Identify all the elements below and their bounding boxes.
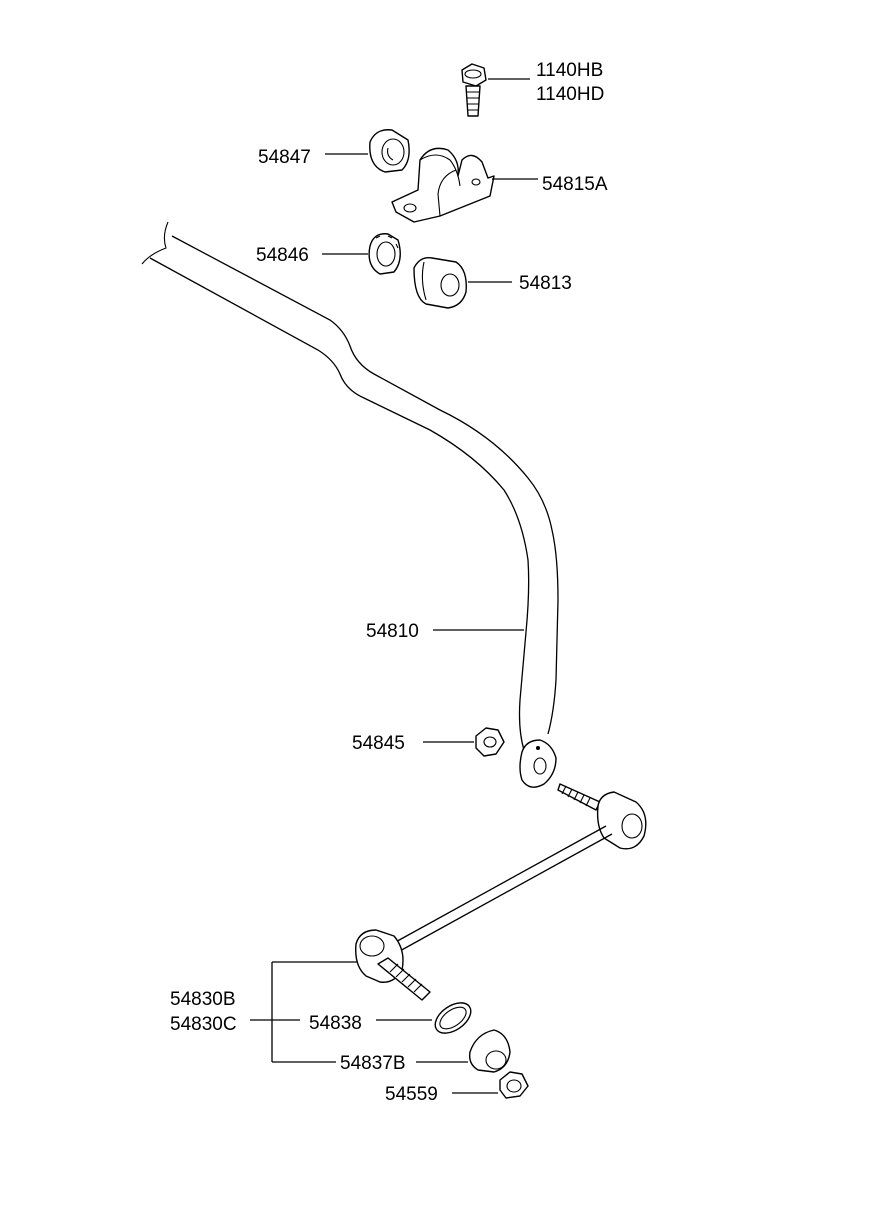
- bolt-part[interactable]: [461, 63, 487, 117]
- bushing-54813-part[interactable]: [413, 257, 467, 309]
- stabilizer-link-part[interactable]: [355, 783, 647, 1001]
- label-54810: 54810: [366, 621, 419, 642]
- label-54830B: 54830B: [170, 989, 236, 1010]
- label-54838: 54838: [309, 1013, 362, 1034]
- label-54815A: 54815A: [542, 174, 608, 195]
- label-54837B: 54837B: [340, 1053, 406, 1074]
- bushing-54847-part[interactable]: [369, 129, 410, 173]
- bushing-54846-part[interactable]: [368, 233, 401, 275]
- nut-54845-part[interactable]: [475, 727, 505, 757]
- label-1140HB: 1140HB: [536, 60, 603, 81]
- bushing-54837B-part[interactable]: [468, 1029, 511, 1073]
- label-54559: 54559: [385, 1084, 438, 1105]
- label-1140HD: 1140HD: [536, 84, 604, 105]
- nut-54559-part[interactable]: [499, 1071, 529, 1099]
- label-54847: 54847: [258, 147, 311, 168]
- bracket-54815A-part[interactable]: [391, 147, 495, 223]
- label-54846: 54846: [256, 245, 309, 266]
- label-54813: 54813: [519, 273, 572, 294]
- stabilizer-bar-54810-part[interactable]: [141, 221, 559, 788]
- label-54845: 54845: [352, 733, 405, 754]
- label-54830C: 54830C: [170, 1014, 237, 1035]
- ring-54838-part[interactable]: [430, 997, 477, 1040]
